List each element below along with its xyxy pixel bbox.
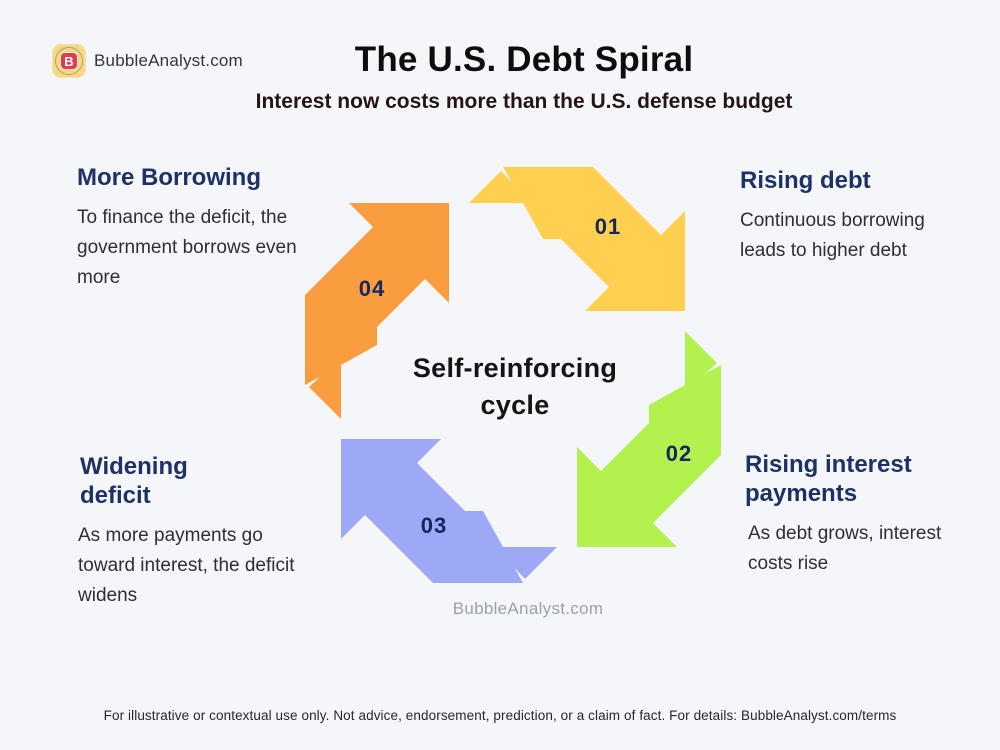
logo-ring [55,47,83,75]
step-number-03: 03 [420,513,448,538]
step-desc-rising-interest: As debt grows, interest costs rise [748,523,942,574]
step-number-02: 02 [665,441,693,466]
page-title: The U.S. Debt Spiral [354,40,694,79]
arrow-step-03 [341,439,557,583]
step-block-widening-deficit: Widening deficit As more payments go tow… [78,452,320,611]
step-title-more-borrowing: More Borrowing [77,164,261,191]
step-block-more-borrowing: More Borrowing To finance the deficit, t… [77,163,327,293]
step-block-rising-interest: Rising interest payments As debt grows, … [745,450,975,579]
step-title-widening-deficit: Widening deficit [80,453,188,509]
step-title-rising-interest: Rising interest payments [745,451,912,507]
cycle-center-line2: cycle [480,390,550,420]
cycle-center-line1: Self-reinforcing [412,353,618,383]
logo-letter: B [60,52,78,70]
brand: B BubbleAnalyst.com [52,44,243,78]
watermark: BubbleAnalyst.com [452,599,604,618]
page-subtitle: Interest now costs more than the U.S. de… [255,90,793,113]
step-number-04: 04 [358,276,386,301]
brand-name: BubbleAnalyst.com [94,51,243,70]
step-block-rising-debt: Rising debt Continuous borrowing leads t… [740,166,980,266]
brand-logo-icon: B [52,44,86,78]
step-desc-more-borrowing: To finance the deficit, the government b… [77,207,297,288]
step-desc-widening-deficit: As more payments go toward interest, the… [78,525,295,606]
arrow-step-01 [469,167,685,311]
header: The U.S. Debt Spiral Interest now costs … [48,40,1000,114]
cycle-center-label: Self-reinforcing cycle [365,350,665,424]
footer-disclaimer: For illustrative or contextual use only.… [103,708,897,723]
step-desc-rising-debt: Continuous borrowing leads to higher deb… [740,210,925,261]
step-title-rising-debt: Rising debt [740,167,871,194]
step-number-01: 01 [594,214,622,239]
